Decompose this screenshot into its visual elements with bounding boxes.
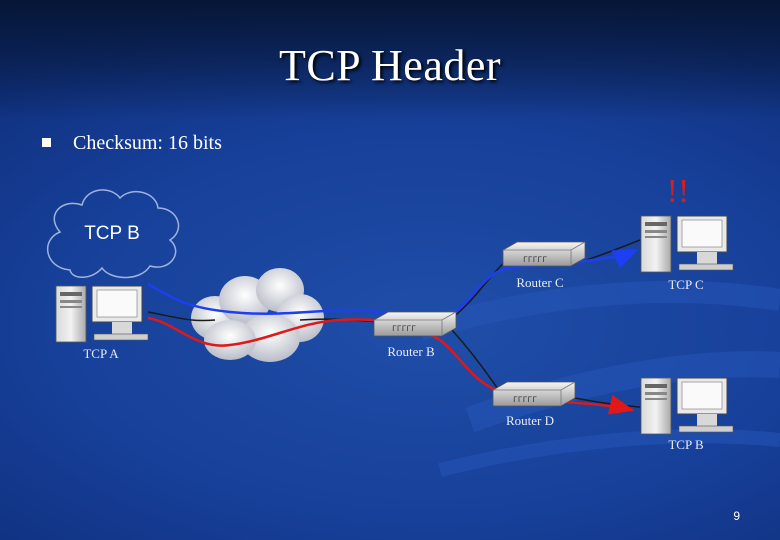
bullet-item: Checksum: 16 bits: [42, 132, 222, 155]
router-d-device: ГГГГГ: [492, 381, 576, 407]
page-number: 9: [733, 509, 740, 523]
tcp-b-cloud: TCP B: [46, 189, 180, 279]
svg-text:ГГГГГ: ГГГГГ: [392, 325, 416, 334]
router-d-label: Router D: [506, 413, 554, 428]
router-b-device: ГГГГГ: [373, 311, 457, 337]
svg-text:ГГГГГ: ГГГГГ: [523, 256, 547, 265]
title-shade: [0, 0, 780, 120]
internet-cloud: [191, 268, 324, 362]
router-b-label: Router B: [387, 344, 435, 359]
tcp-c-label: TCP C: [668, 277, 703, 292]
router-c-label: Router C: [516, 275, 563, 290]
bullet-square-icon: [42, 137, 51, 147]
alert-marks: !!: [667, 173, 690, 210]
tcp-c-computer: [640, 215, 734, 273]
slide-title: TCP Header: [278, 41, 502, 90]
tcp-a-computer: [55, 285, 149, 343]
svg-text:ГГГГГ: ГГГГГ: [513, 396, 537, 405]
tcp-b-label: TCP B: [668, 437, 704, 452]
router-c-device: ГГГГГ: [502, 241, 586, 267]
bullet-text: Checksum: 16 bits: [73, 132, 222, 154]
tcp-b-computer: [640, 377, 734, 435]
cloud-label: TCP B: [84, 223, 140, 244]
tcp-a-label: TCP A: [83, 346, 119, 361]
